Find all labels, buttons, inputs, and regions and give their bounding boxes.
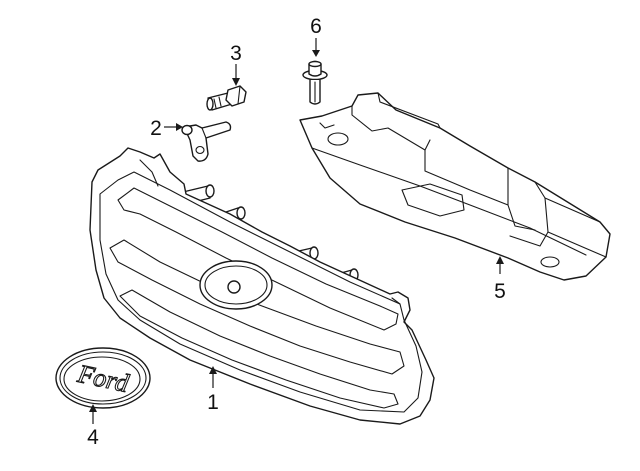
callout-3: 3	[230, 42, 242, 86]
callout-label: 5	[494, 280, 506, 303]
callout-label: 4	[87, 426, 99, 449]
grille-part	[89, 147, 435, 425]
callout-label: 6	[310, 15, 322, 38]
ford-emblem-part: Ford	[55, 347, 151, 409]
callout-2: 2	[150, 117, 183, 140]
air-deflector-part	[299, 92, 611, 281]
callout-6: 6	[310, 15, 322, 57]
push-pin-part	[302, 60, 328, 105]
callout-label: 1	[207, 391, 219, 414]
bracket-part	[181, 121, 232, 162]
callout-1: 1	[207, 366, 219, 414]
callout-5: 5	[494, 256, 506, 303]
bolt-part	[206, 85, 247, 111]
callout-label: 2	[150, 117, 162, 140]
callout-4: 4	[87, 404, 99, 449]
callout-label: 3	[230, 42, 242, 65]
